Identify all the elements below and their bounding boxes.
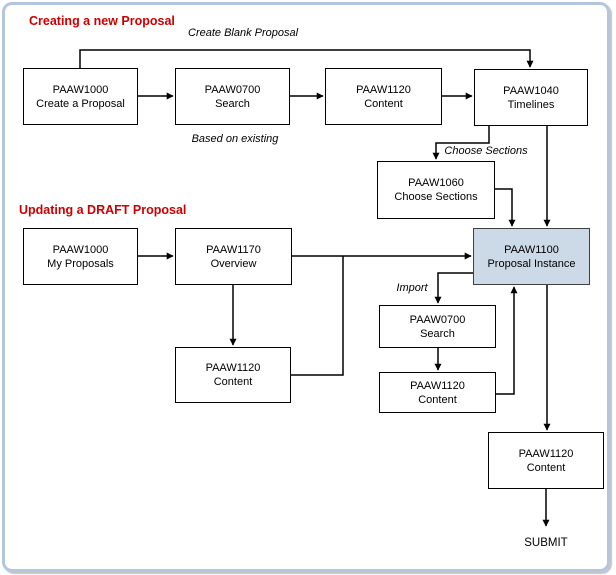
section-title-updating: Updating a DRAFT Proposal	[19, 203, 187, 217]
node-my-proposals: PAAW1000 My Proposals	[23, 228, 138, 285]
node-label: Timelines	[507, 98, 555, 111]
node-content-final: PAAW1120 Content	[488, 432, 604, 489]
node-code: PAAW0700	[204, 83, 261, 96]
node-create-proposal: PAAW1000 Create a Proposal	[23, 68, 138, 125]
node-code: PAAW1120	[410, 379, 465, 392]
node-code: PAAW1000	[52, 83, 109, 96]
node-proposal-instance: PAAW1100 Proposal Instance	[473, 228, 590, 285]
node-code: PAAW1060	[408, 177, 464, 189]
node-code: PAAW1000	[52, 243, 109, 256]
rounded-frame-border	[2, 2, 610, 572]
edge-label-import: Import	[396, 282, 428, 294]
node-label: Overview	[210, 257, 257, 270]
node-label: Search	[215, 97, 250, 110]
node-code: PAAW1100	[504, 243, 559, 256]
node-content-draft: PAAW1120 Content	[175, 347, 291, 403]
node-content-new: PAAW1120 Content	[325, 68, 442, 125]
node-code: PAAW1120	[205, 362, 261, 374]
node-label: Content	[526, 461, 566, 474]
edge-label-create-blank: Create Blank Proposal	[188, 27, 299, 39]
node-code: PAAW1170	[206, 243, 261, 256]
node-choose-sections: PAAW1060 Choose Sections	[377, 161, 495, 219]
node-label: Create a Proposal	[36, 97, 125, 110]
edge-label-choose-sections: Choose Sections	[444, 145, 528, 157]
node-code: PAAW0700	[409, 313, 466, 326]
node-label: Choose Sections	[394, 191, 478, 203]
section-title-creating: Creating a new Proposal	[29, 14, 175, 28]
node-search-new: PAAW0700 Search	[175, 68, 290, 125]
node-label: Search	[420, 327, 455, 340]
edge-label-based-on-existing: Based on existing	[191, 133, 279, 145]
node-timelines: PAAW1040 Timelines	[474, 69, 588, 126]
node-code: PAAW1040	[503, 84, 559, 97]
node-label: My Proposals	[47, 257, 114, 270]
submit-label: SUBMIT	[524, 537, 568, 549]
node-label: Content	[418, 393, 457, 406]
node-code: PAAW1120	[356, 83, 411, 96]
node-label: Content	[213, 376, 253, 388]
node-content-import: PAAW1120 Content	[379, 372, 496, 413]
node-label: Content	[364, 97, 403, 110]
node-code: PAAW1120	[518, 447, 574, 460]
node-overview: PAAW1170 Overview	[175, 228, 292, 285]
node-search-import: PAAW0700 Search	[379, 305, 496, 348]
node-label: Proposal Instance	[487, 257, 576, 270]
